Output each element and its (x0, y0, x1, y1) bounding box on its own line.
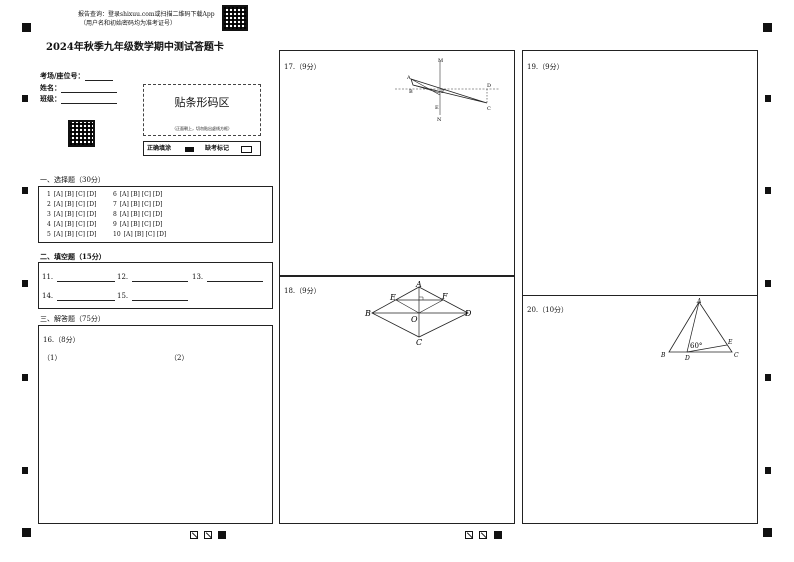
choice-column-left: 1[A] [B] [C] [D] 2[A] [B] [C] [D] 3[A] [… (47, 191, 99, 239)
exam-seat-label: 考场/座位号： (40, 71, 85, 80)
corner-mark-bottom-left (22, 528, 31, 537)
choice-row[interactable]: 10[A] [B] [C] [D] (113, 231, 167, 238)
q19-answer-box[interactable]: 19.（9分） (522, 50, 758, 296)
timing-mark (22, 95, 28, 102)
timing-mark (765, 280, 771, 287)
q18-point-label: O (411, 315, 418, 324)
page-title: 2024年秋季九年级数学期中测试答题卡 (46, 42, 224, 53)
fill-legend: 正确填涂 缺考标记 (143, 141, 261, 156)
timing-mark (765, 187, 771, 194)
page-mark-slash (465, 531, 473, 539)
exam-seat-field[interactable]: 考场/座位号： (40, 71, 113, 81)
q18-answer-box[interactable]: 18.（9分） (279, 276, 515, 524)
choice-row[interactable]: 6[A] [B] [C] [D] (113, 191, 163, 198)
q16-label: 16.（8分） (43, 336, 80, 344)
q17-point-label: C (487, 106, 491, 112)
q20-point-label: E (727, 339, 733, 346)
choice-section-title: 一、选择题（30分） (40, 176, 105, 184)
choice-column-right: 6[A] [B] [C] [D] 7[A] [B] [C] [D] 8[A] [… (113, 191, 169, 239)
timing-mark (765, 467, 771, 474)
choice-row[interactable]: 8[A] [B] [C] [D] (113, 211, 163, 218)
page-mark-slash (204, 531, 212, 539)
q17-answer-box[interactable]: 17.（9分） (279, 50, 515, 276)
timing-mark (765, 374, 771, 381)
q18-label: 18.（9分） (284, 287, 321, 295)
name-field[interactable]: 姓名： (40, 83, 117, 93)
timing-mark (22, 467, 28, 474)
q17-point-label: N (437, 117, 442, 123)
fill-item-12[interactable]: 12. (117, 273, 189, 282)
query-sub: （用户名和初始密码均为准考证号） (80, 20, 177, 27)
corner-mark-top-right (763, 23, 772, 32)
q17-label: 17.（9分） (284, 63, 321, 71)
q17-point-label: E (435, 105, 439, 111)
q18-point-label: B (364, 309, 371, 318)
class-field[interactable]: 班级： (40, 94, 117, 104)
q16-answer-box[interactable]: 16.（8分） （1） （2） (38, 325, 273, 524)
timing-mark (22, 280, 28, 287)
choice-row[interactable]: 2[A] [B] [C] [D] (47, 201, 97, 208)
choice-row[interactable]: 4[A] [B] [C] [D] (47, 221, 97, 228)
q17-point-label: A (406, 75, 411, 81)
corner-mark-top-left (22, 23, 31, 32)
choice-row[interactable]: 1[A] [B] [C] [D] (47, 191, 97, 198)
barcode-area: 贴条形码区 （正面朝上，切勿贴出虚线方框） (143, 84, 261, 136)
q16-part2: （2） (170, 354, 189, 362)
q18-point-label: E (389, 293, 396, 302)
q20-point-label: A (696, 298, 702, 305)
choice-row[interactable]: 9[A] [B] [C] [D] (113, 221, 163, 228)
page-mark-filled (218, 531, 226, 539)
choice-row[interactable]: 5[A] [B] [C] [D] (47, 231, 97, 238)
q18-point-label: D (464, 309, 472, 318)
q17-point-label: B (409, 89, 413, 95)
query-line: 报告查询：登录shixuu.com或扫描二维码下载App (78, 11, 215, 18)
correct-fill-sample (185, 147, 194, 152)
q20-figure: A E B D C 60° (660, 298, 739, 362)
page-mark-slash (190, 531, 198, 539)
fill-item-14[interactable]: 14. (42, 292, 116, 301)
fill-answer-box: 11. 12. 13. 14. 15. (38, 262, 273, 309)
timing-mark (22, 187, 28, 194)
page-mark-filled (494, 531, 502, 539)
page-mark-slash (479, 531, 487, 539)
q18-point-label: C (416, 338, 422, 347)
q17-point-label: P (441, 89, 445, 95)
barcode-label: 贴条形码区 (174, 96, 230, 109)
fill-item-15[interactable]: 15. (117, 292, 189, 301)
q17-point-label: D (487, 83, 491, 89)
timing-mark (22, 374, 28, 381)
choice-row[interactable]: 3[A] [B] [C] [D] (47, 211, 97, 218)
q20-label: 20.（10分） (527, 306, 569, 314)
corner-mark-bottom-right (763, 528, 772, 537)
fill-item-13[interactable]: 13. (192, 273, 264, 282)
timing-mark (765, 95, 771, 102)
q18-point-label: F (441, 292, 448, 301)
q17-point-label: M (438, 58, 443, 64)
qr-code-top (222, 5, 248, 31)
absent-mark-box[interactable] (241, 146, 252, 153)
q16-part1: （1） (43, 354, 62, 362)
q20-angle-label: 60° (690, 342, 702, 350)
q19-label: 19.（9分） (527, 63, 564, 71)
fill-section-title: 二、填空题（15分） (40, 252, 106, 261)
name-label: 姓名： (40, 83, 61, 92)
q18-point-label: A (415, 280, 422, 289)
q20-point-label: D (684, 355, 690, 362)
fill-item-11[interactable]: 11. (42, 273, 116, 282)
qr-code-student (68, 120, 95, 147)
absent-mark-label: 缺考标记 (205, 145, 230, 152)
answer-section-title: 三、解答题（75分） (40, 315, 105, 323)
q20-point-label: B (660, 352, 666, 359)
q18-figure: A E F B O D C (364, 280, 472, 347)
class-label: 班级： (40, 94, 61, 103)
choice-answer-box: 1[A] [B] [C] [D] 2[A] [B] [C] [D] 3[A] [… (38, 186, 273, 243)
choice-row[interactable]: 7[A] [B] [C] [D] (113, 201, 163, 208)
correct-fill-label: 正确填涂 (147, 145, 172, 152)
q20-answer-box[interactable]: 20.（10分） (522, 295, 758, 524)
barcode-note: （正面朝上，切勿贴出虚线方框） (172, 126, 232, 131)
q20-point-label: C (734, 352, 739, 359)
q17-figure: M A B P D E N C (395, 58, 499, 123)
